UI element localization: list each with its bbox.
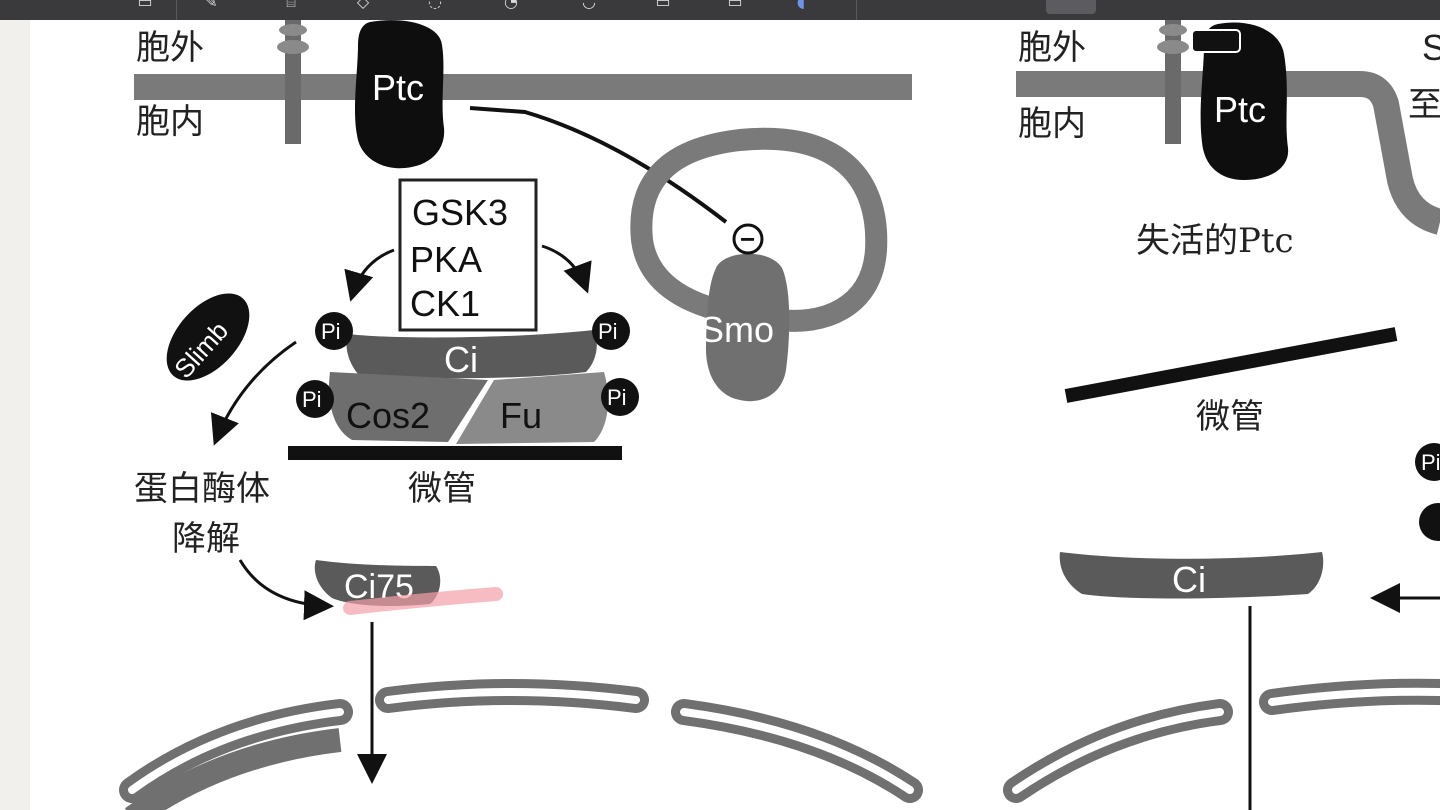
hedgehog-pathway-diagram: 胞外 胞内 Ptc Smo − GSK3 PKA CK1 Slimb Ci Co… [119, 20, 1440, 810]
inhibition-symbol [732, 223, 764, 255]
ptc-label: Ptc [1214, 89, 1266, 130]
pi-label: Pi [1421, 450, 1440, 475]
nuclear-envelope-lumen [680, 708, 914, 794]
image-icon[interactable]: ▭ [655, 0, 671, 11]
document-page: 胞外 胞内 Ptc Smo − GSK3 PKA CK1 Slimb Ci Co… [30, 20, 1440, 810]
lasso-icon[interactable]: ◌ [428, 0, 442, 11]
nuclear-envelope [671, 699, 923, 803]
ci-protein [1059, 552, 1324, 599]
ci75-protein [314, 560, 441, 606]
phosphate-group [1419, 503, 1440, 541]
nuclear-envelope-lumen [1268, 687, 1440, 706]
shapes-icon[interactable]: ◔ [504, 0, 518, 11]
ci-label: Ci [1172, 559, 1206, 600]
ptc-inhibits-smo-line [469, 106, 728, 224]
microtubule-label: 微管 [1196, 397, 1264, 437]
phosphate-group: Pi [296, 380, 334, 418]
slimb-protein [166, 293, 250, 381]
hedgehog-ligand [1191, 29, 1241, 53]
nuclear-envelope [1003, 699, 1233, 803]
annotation-toolbar: ▭ ✎ ⌸ ◇ ◌ ◔ ◡ ▭ ▭ ◖ [0, 0, 1440, 21]
nuclear-envelope-lumen [384, 688, 640, 704]
smo-label: Smo [700, 309, 774, 350]
nuclear-envelope-lumen [1012, 708, 1224, 794]
smo-receptor [705, 253, 790, 402]
pen-icon[interactable]: ✎ [204, 0, 218, 11]
cell-membrane [1016, 71, 1440, 235]
cos2-protein [328, 372, 488, 442]
phosphate-group [1415, 443, 1440, 481]
transmembrane-receptor [277, 20, 309, 144]
ptc-label: Ptc [372, 67, 424, 108]
pi-label: Pi [607, 385, 627, 410]
kinase-box [398, 178, 538, 332]
extracellular-label: 胞外 [136, 28, 204, 68]
pi-label: Pi [321, 319, 341, 344]
window-icon[interactable]: ▭ [137, 0, 153, 11]
microtubule-bar [288, 446, 622, 460]
cell-membrane [134, 74, 912, 100]
ci-label: Ci [444, 339, 478, 380]
highlight-mark [343, 587, 503, 615]
pi-label: Pi [302, 387, 322, 412]
left-pathway-diagram: 胞外 胞内 Ptc Smo − GSK3 PKA CK1 Slimb Ci Co… [119, 20, 923, 810]
transmembrane-receptor [1157, 20, 1189, 144]
degradation-arrow [210, 340, 297, 446]
kinase-pka: PKA [410, 239, 482, 280]
partial-label: S [1422, 27, 1440, 68]
highlighter-icon[interactable]: ⌸ [286, 0, 296, 11]
phosphate-group: Pi [592, 312, 630, 350]
microtubule-label: 微管 [408, 469, 476, 509]
partial-label: 至 [1408, 85, 1440, 125]
kinase-gsk3: GSK3 [412, 192, 508, 233]
ptc-receptor [1200, 22, 1289, 181]
cos2-label: Cos2 [346, 395, 430, 436]
intracellular-label: 胞内 [1018, 104, 1086, 144]
toolbar-divider [176, 0, 177, 20]
right-pathway-diagram: 胞外 胞内 Ptc 失活的Ptc S 至 微管 Pi Ci [1003, 20, 1440, 810]
fu-protein [456, 372, 609, 444]
page-margin [0, 20, 30, 810]
phosphorylation-arrow-right [541, 244, 592, 294]
intracellular-label: 胞内 [136, 102, 204, 142]
nuclear-envelope [124, 728, 342, 810]
ci75-arrow [238, 559, 334, 621]
kinase-ck1: CK1 [410, 283, 480, 324]
toolbar-divider [856, 0, 857, 20]
fu-label: Fu [500, 395, 542, 436]
active-tool-indicator[interactable] [1046, 0, 1096, 14]
microtubule-bar [1064, 327, 1398, 403]
degradation-label: 降解 [172, 519, 240, 559]
extracellular-label: 胞外 [1018, 28, 1086, 68]
phosphate-group: Pi [315, 312, 353, 350]
nuclear-envelope-lumen [128, 708, 344, 794]
marker-icon[interactable]: ◖ [796, 0, 806, 11]
proteasome-label: 蛋白酶体 [134, 469, 270, 509]
phosphate-group: Pi [601, 378, 639, 416]
text-icon[interactable]: ◡ [582, 0, 596, 11]
inactive-ptc-label: 失活的Ptc [1136, 221, 1294, 261]
phosphorylation-arrow-left [344, 248, 395, 302]
ci-protein [346, 330, 597, 379]
eraser-icon[interactable]: ◇ [356, 0, 370, 11]
minus-sign: − [740, 224, 755, 254]
pi-label: Pi [598, 319, 618, 344]
sticky-icon[interactable]: ▭ [727, 0, 743, 11]
ptc-receptor [355, 20, 445, 169]
